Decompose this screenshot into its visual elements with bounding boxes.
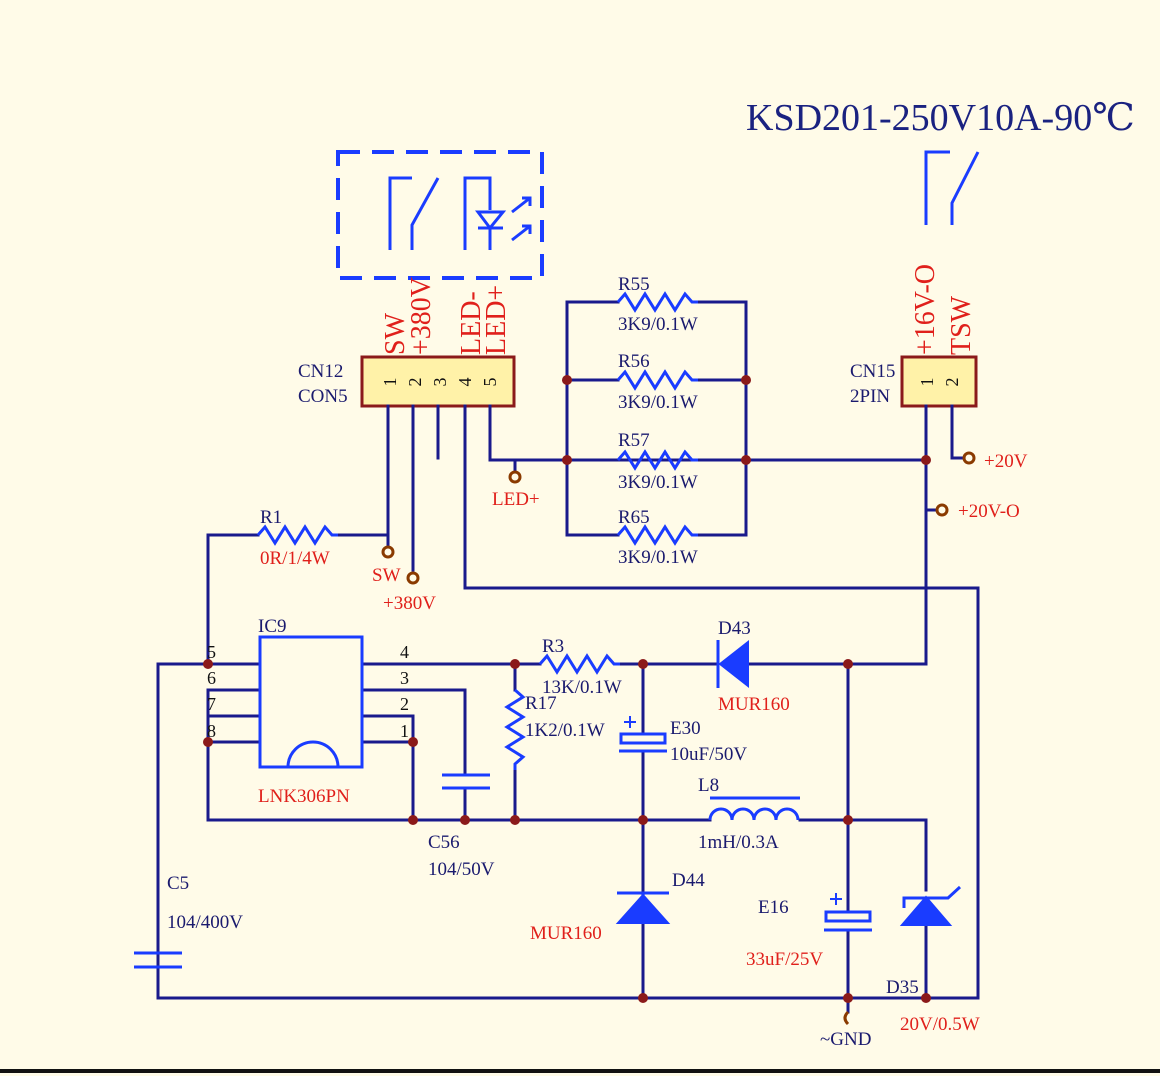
resistor-r57: R57 3K9/0.1W <box>616 430 698 493</box>
cn12-label-380v: +380V <box>406 277 437 355</box>
capacitor-e16: E16 33uF/25V <box>746 893 872 970</box>
resistor-r3: R3 13K/0.1W <box>538 636 622 698</box>
cn12-label-led-minus: LED- <box>456 291 487 355</box>
cn12-value: CON5 <box>298 386 348 407</box>
diode-d43: D43 MUR160 <box>716 618 790 715</box>
r17-value: 1K2/0.1W <box>525 720 605 741</box>
cn12-label-sw: SW <box>380 312 411 355</box>
resistor-r1: R1 0R/1/4W <box>256 507 338 569</box>
capacitor-c5: C5 104/400V <box>134 873 243 969</box>
c5-ref: C5 <box>167 873 189 894</box>
ic9-value: LNK306PN <box>258 786 350 807</box>
connector-cn12: CN12 CON5 1 2 3 4 5 SW +380V LED- LED+ <box>298 277 516 408</box>
ic9-pin5: 5 <box>207 642 216 662</box>
r65-ref: R65 <box>618 507 650 528</box>
e16-value: 33uF/25V <box>746 949 823 970</box>
cn12-ref: CN12 <box>298 361 343 382</box>
connector-cn15: CN15 2PIN 1 2 +16V-O TSW <box>850 264 978 408</box>
c56-value: 104/50V <box>428 859 495 880</box>
d44-ref: D44 <box>672 870 705 891</box>
cn12-pin5: 5 <box>480 378 500 387</box>
ic9-pin1: 1 <box>400 721 409 741</box>
r55-value: 3K9/0.1W <box>618 314 698 335</box>
c56-ref: C56 <box>428 832 460 853</box>
d35-ref: D35 <box>886 977 919 998</box>
ic-ic9: IC9 LNK306PN 5 6 7 8 4 3 2 1 <box>207 616 409 807</box>
diode-d44: D44 MUR160 <box>530 870 705 944</box>
r1-value: 0R/1/4W <box>260 548 330 569</box>
ic9-pin3: 3 <box>400 668 409 688</box>
net-led-plus-label: LED+ <box>492 489 540 510</box>
d44-value: MUR160 <box>530 923 602 944</box>
net-380v: +380V <box>383 571 436 614</box>
capacitor-c56: C56 104/50V <box>428 740 495 880</box>
r3-ref: R3 <box>542 636 564 657</box>
ic9-pin7: 7 <box>207 694 216 714</box>
resistor-r17: R17 1K2/0.1W <box>504 688 605 770</box>
d43-value: MUR160 <box>718 694 790 715</box>
r1-ref: R1 <box>260 507 282 528</box>
net-led-plus: LED+ <box>492 458 540 510</box>
l8-ref: L8 <box>698 775 719 796</box>
ic9-pin4: 4 <box>400 642 409 662</box>
resistor-r65: R65 3K9/0.1W <box>616 507 698 568</box>
wires <box>156 300 980 1000</box>
net-sw: SW <box>372 530 401 586</box>
r57-value: 3K9/0.1W <box>618 472 698 493</box>
thermostat-title: KSD201-250V10A-90℃ <box>746 97 1135 139</box>
net-gnd: ~GND <box>820 996 871 1050</box>
r65-value: 3K9/0.1W <box>618 547 698 568</box>
net-20v-o-label: +20V-O <box>958 501 1020 522</box>
net-380v-label: +380V <box>383 593 436 614</box>
thermostat-switch-symbol <box>924 150 980 225</box>
r57-ref: R57 <box>618 430 650 451</box>
net-gnd-label: ~GND <box>820 1029 871 1050</box>
cn15-pin1: 1 <box>917 378 937 387</box>
cn12-pin3: 3 <box>430 378 450 387</box>
cn12-pin1: 1 <box>380 378 400 387</box>
c5-value: 104/400V <box>167 912 243 933</box>
cn15-pin2: 2 <box>942 378 962 387</box>
net-20v: +20V <box>962 451 1028 472</box>
ic9-ref: IC9 <box>258 616 287 637</box>
net-20v-label: +20V <box>984 451 1028 472</box>
cn15-value: 2PIN <box>850 386 890 407</box>
l8-value: 1mH/0.3A <box>698 832 779 853</box>
cn12-pin2: 2 <box>405 378 425 387</box>
cn15-label-16v: +16V-O <box>910 264 941 355</box>
r17-ref: R17 <box>525 693 557 714</box>
inductor-l8: L8 1mH/0.3A <box>698 775 800 853</box>
cn15-label-tsw: TSW <box>946 295 977 355</box>
ic9-pin2: 2 <box>400 694 409 714</box>
capacitor-e30: E30 10uF/50V <box>619 716 747 765</box>
e30-value: 10uF/50V <box>670 744 747 765</box>
d43-ref: D43 <box>718 618 751 639</box>
zener-d35: D35 20V/0.5W <box>886 885 980 1035</box>
external-module-outline <box>336 150 544 280</box>
ic9-pin8: 8 <box>207 721 216 741</box>
cn12-pin4: 4 <box>455 378 475 387</box>
cn15-ref: CN15 <box>850 361 895 382</box>
net-sw-label: SW <box>372 565 401 586</box>
net-20v-o: +20V-O <box>924 501 1020 522</box>
r56-value: 3K9/0.1W <box>618 392 698 413</box>
cn12-label-led-plus: LED+ <box>481 285 512 355</box>
r56-ref: R56 <box>618 351 650 372</box>
resistor-r56: R56 3K9/0.1W <box>616 351 698 413</box>
r3-value: 13K/0.1W <box>542 677 622 698</box>
e16-ref: E16 <box>758 897 789 918</box>
r55-ref: R55 <box>618 274 650 295</box>
ic9-pin6: 6 <box>207 668 216 688</box>
e30-ref: E30 <box>670 718 701 739</box>
resistor-r55: R55 3K9/0.1W <box>616 274 698 335</box>
d35-value: 20V/0.5W <box>900 1014 980 1035</box>
junctions <box>203 375 931 1003</box>
